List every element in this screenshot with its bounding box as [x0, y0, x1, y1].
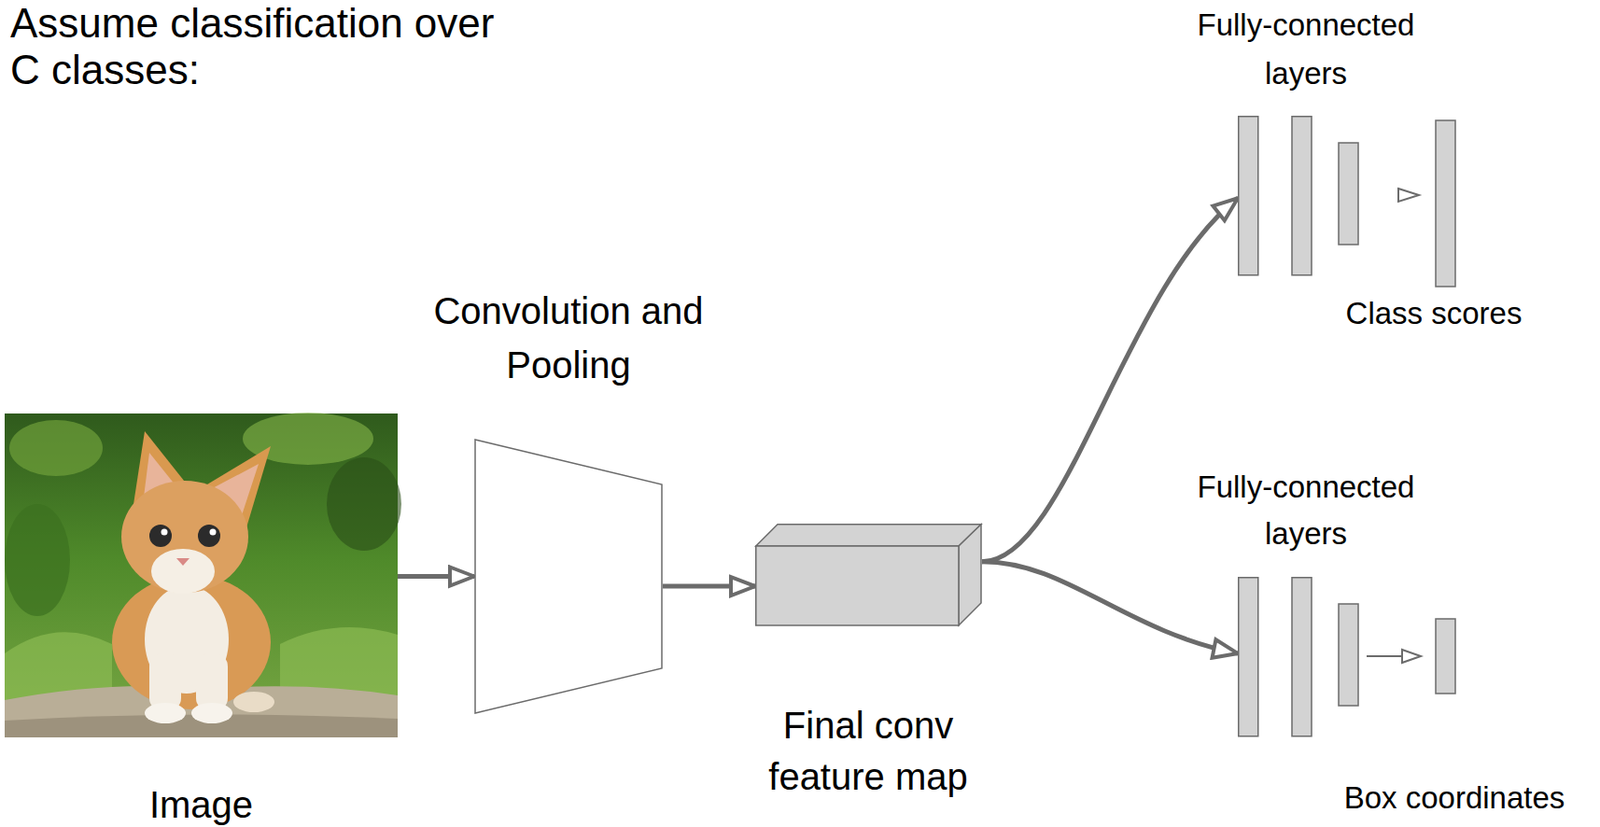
box-front-face	[756, 546, 959, 626]
photo-ground	[4, 413, 398, 738]
cat-body	[112, 575, 271, 710]
fc-bar	[1291, 116, 1312, 276]
fc-layers-class-outline	[1237, 115, 1457, 288]
fc-layers-box: Fully-connected layersBox coordinates	[1237, 576, 1457, 737]
flow-arrow	[397, 574, 475, 579]
fc-bar	[1435, 618, 1456, 694]
stage-heading: Convolution and Pooling	[428, 283, 709, 393]
small-arrow	[1402, 649, 1421, 663]
conv-pool-trapezoid-outline	[474, 438, 663, 715]
cat-head	[121, 480, 249, 593]
feature-map-box: Final conv feature map	[755, 523, 983, 627]
small-arrow	[1398, 188, 1419, 202]
image-node: Image	[4, 413, 398, 738]
feature-map-caption: Final conv feature map	[737, 700, 999, 803]
fc-layers-class: Fully-connected layersClass scores	[1237, 115, 1457, 288]
fc-bar	[1291, 577, 1312, 737]
flow-arrow	[662, 584, 756, 590]
box-top-face	[756, 524, 982, 547]
feature-map-box-outline	[755, 523, 983, 627]
image-caption: Image	[61, 784, 342, 826]
output-caption: Class scores	[1312, 294, 1556, 333]
fc-layers-box-outline	[1237, 576, 1457, 737]
fc-bar	[1238, 116, 1259, 276]
box-side-face	[958, 524, 982, 626]
fc-heading: Fully-connected layers	[1156, 0, 1456, 99]
fc-bar	[1435, 120, 1456, 287]
fc-bar	[1238, 577, 1259, 737]
small-arrow-line	[1366, 655, 1403, 658]
trapezoid-outline	[475, 439, 662, 714]
conv-pool-trapezoid: Convolution and Pooling	[474, 438, 663, 715]
flow-arrow	[982, 197, 1238, 562]
output-caption: Box coordinates	[1323, 779, 1586, 817]
fc-bar	[1338, 142, 1359, 245]
heading-note: Assume classification over C classes:	[10, 0, 534, 94]
flow-arrow	[982, 561, 1238, 654]
fc-bar	[1338, 603, 1359, 706]
fc-heading: Fully-connected layers	[1156, 463, 1456, 558]
